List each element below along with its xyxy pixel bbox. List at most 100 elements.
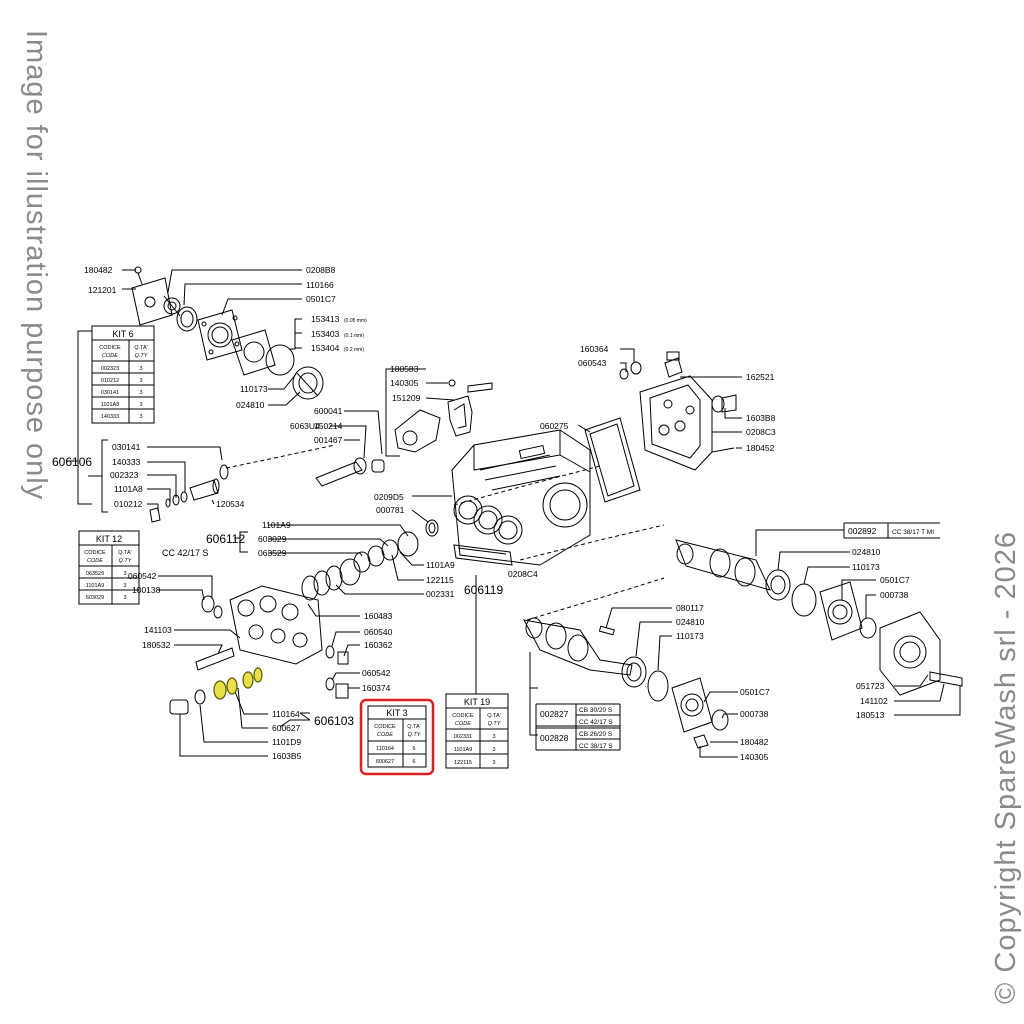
kit-3-row-qty: 6 [412,746,415,752]
label-0208C4: 0208C4 [508,569,538,579]
kit-6-row-code: 1101A8 [101,402,120,408]
kit-19-header-code: CODE [455,721,471,727]
label-141103: 141103 [144,625,172,635]
label-1101A9-b: 1101A9 [426,560,455,570]
label-030141: 030141 [112,442,141,452]
label-002892: 002892 [848,526,877,536]
kit-19-row-code: 122115 [454,760,472,766]
label-1603B8: 1603B8 [746,413,776,423]
label-606119: 606119 [464,583,503,597]
kit-12-row-qty: 3 [123,595,126,601]
kit-19-row-code: 1101A9 [454,747,473,753]
label-110173: 110173 [240,384,268,394]
label-110173-c: 110173 [676,631,704,641]
label-153413: 153413 [311,314,340,324]
label-1101A9: 1101A9 [262,520,291,530]
label-1603B5: 1603B5 [272,751,302,761]
label-151209: 151209 [392,393,421,403]
label-120534: 120534 [216,499,245,509]
rear-cover-group [619,348,742,471]
label-000781: 000781 [376,505,405,515]
label-060543: 060543 [578,358,607,368]
label-0208B8: 0208B8 [306,265,336,275]
label-180482-b: 180482 [740,737,769,747]
label-121201: 121201 [88,285,117,295]
kit-6-header-code: CODE [102,353,118,359]
kit-6-row-code: 002323 [101,366,119,372]
label-180583: 180583 [390,364,419,374]
part-number-labels: 180482 121201 0208B8 110166 0501C7 15341… [52,265,934,762]
kit-19-row-qty: 3 [492,734,495,740]
kit-3-table: KIT 3 CODICE CODE Q.TA' Q.TY 110164 6 60… [374,708,420,765]
kit-6-header-qty: Q.TY [135,353,148,359]
label-024810-b: 024810 [852,547,881,557]
label-080117: 080117 [676,603,704,613]
label-160364: 160364 [580,344,609,354]
kit-3-header-code: CODE [377,732,393,738]
label-060542-b: 060542 [362,668,391,678]
label-6063U4: 6063U4 [290,421,320,431]
label-140333: 140333 [112,457,141,467]
label-603029: 603029 [258,534,287,544]
kit-12-row-code: 603029 [86,595,104,601]
kit-6-header-code-it: CODICE [99,345,121,351]
label-606112: 606112 [206,532,245,546]
kit-12-header-qty: Q.TY [119,558,132,564]
label-cc-38-17-s: CC 38/17 S [579,743,613,750]
label-140305: 140305 [390,378,419,388]
label-002828: 002828 [540,733,569,743]
kit-12-row-code: 1101A9 [86,583,105,589]
kit-3-header-qty-it: Q.TA' [407,724,420,730]
kit-6-row-qty: 3 [139,414,142,420]
label-cc-42-17-s: CC 42/17 S [162,548,209,558]
label-110164: 110164 [272,709,300,719]
kit-6-row-qty: 3 [139,366,142,372]
label-150214: 150214 [314,421,343,431]
kit-3-row-qty: 6 [412,759,415,765]
label-024810: 024810 [236,400,265,410]
label-600627: 600627 [272,723,301,733]
label-140305-b: 140305 [740,752,769,762]
label-110173-b: 110173 [852,562,880,572]
kit-6-table: KIT 6 CODICE CODE Q.TA' Q.TY 002323 3 01… [99,329,147,420]
kit-12-header-code: CODE [87,558,103,564]
label-141102: 141102 [860,696,888,706]
kit-12-title: KIT 12 [96,534,122,544]
kit-6-row-qty: 3 [139,402,142,408]
label-002827: 002827 [540,709,569,719]
label-002331: 002331 [426,589,455,599]
label-cc-38-17-t-mi: CC 38/17 T MI [892,529,934,536]
kit-3-title: KIT 3 [386,708,407,718]
kit-6-header-qty-it: Q.TA' [134,345,147,351]
kit-3-header-code-it: CODICE [374,724,396,730]
label-160483: 160483 [364,611,393,621]
kit-6-row-qty: 3 [139,390,142,396]
label-0209D5: 0209D5 [374,492,404,502]
label-cb-30-20-s: CB 30/20 S [579,707,613,714]
label-160374: 160374 [362,683,391,693]
label-162521: 162521 [746,372,775,382]
crankcase-cover-group [122,266,324,406]
kit-19-table-frame [445,575,509,769]
kit-19-header-qty: Q.TY [488,721,501,727]
label-0501C7-b: 0501C7 [880,575,910,585]
kit-6-row-code: 010212 [101,378,119,384]
label-180513: 180513 [856,710,885,720]
label-060275: 060275 [540,421,569,431]
label-100138: 100138 [132,585,161,595]
kit-19-title: KIT 19 [464,697,490,707]
kit-19-table: KIT 19 CODICE CODE Q.TA' Q.TY 002331 3 1… [452,697,500,766]
label-110166: 110166 [306,280,334,290]
label-002323: 002323 [110,470,139,480]
label-0208C3: 0208C3 [746,427,776,437]
label-063529: 063529 [258,548,287,558]
label-000738-b: 000738 [740,709,769,719]
kit-6-row-qty: 3 [139,378,142,384]
label-153413-spec: (0.05 mm) [344,318,367,324]
connecting-rod-group [315,368,493,487]
kit-6-row-code: 140333 [101,414,119,420]
kit-12-table: KIT 12 CODICE CODE Q.TA' Q.TY 063529 3 1… [84,534,131,601]
label-000738: 000738 [880,590,909,600]
kit-3-row-code: 600627 [376,759,394,765]
head-manifold-group [158,524,424,757]
